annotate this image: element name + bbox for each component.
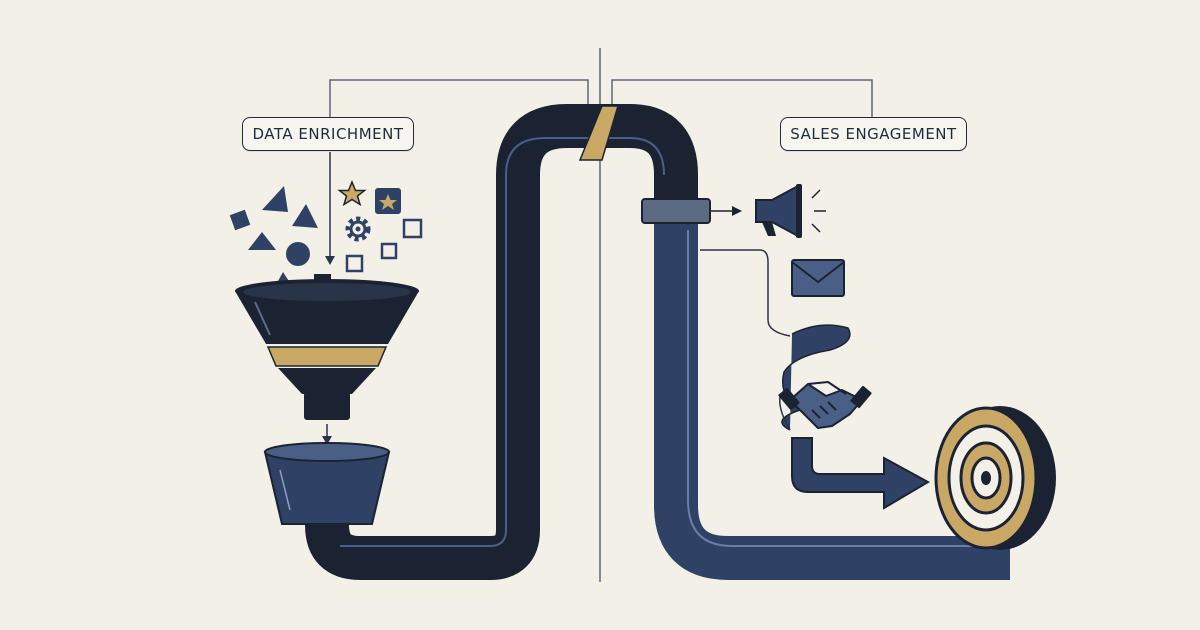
target-icon [934, 406, 1056, 550]
triangle-icon [292, 204, 318, 228]
circle-icon [286, 242, 310, 266]
pipe-valve [641, 198, 711, 224]
pipe-left-highlight [340, 137, 665, 547]
square-icon [380, 242, 398, 260]
envelope-icon [791, 259, 845, 297]
bucket-icon [263, 442, 391, 525]
pipe-gold-band [578, 105, 620, 161]
enrichment-arrow-head [325, 256, 335, 265]
pipe-right [654, 215, 1010, 580]
engagement-ribbon [781, 324, 851, 431]
star-icon [379, 194, 397, 210]
data-enrichment-label: DATA ENRICHMENT [242, 117, 414, 151]
right-bracket-line [611, 79, 873, 117]
square-icon [402, 218, 423, 239]
pipe-left [305, 104, 698, 580]
square-icon [229, 209, 251, 231]
gear-icon [345, 216, 371, 242]
square-icon [345, 254, 364, 273]
funnel-to-bucket-head [322, 436, 332, 445]
engagement-flow-line [700, 249, 791, 337]
sales-engagement-label: SALES ENGAGEMENT [780, 117, 967, 151]
valve-arrow-head [732, 206, 742, 216]
left-bracket-line [329, 79, 589, 117]
triangle-icon [248, 232, 276, 250]
engagement-flow-line-2 [778, 395, 791, 431]
star-icon [337, 180, 367, 207]
handshake-icon [778, 381, 872, 429]
funnel-icon [235, 279, 419, 420]
triangle-icon [262, 186, 288, 212]
arrow-icon [791, 437, 931, 510]
megaphone-icon [755, 184, 826, 238]
pipe-right-highlight [687, 230, 1000, 547]
